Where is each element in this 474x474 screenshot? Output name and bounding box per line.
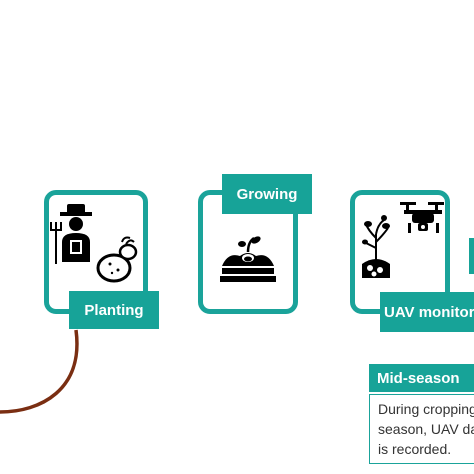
mid-season-box: Mid-season During cropping season, UAV d…: [369, 364, 474, 464]
sprouting-seed-icon: [220, 236, 276, 282]
mid-season-line-3: is recorded.: [378, 441, 452, 457]
growing-label: Growing: [222, 174, 312, 214]
planting-label: Planting: [69, 291, 159, 329]
uav-monitoring-label: UAV monitoring: [380, 292, 474, 332]
farmer-with-potatoes-icon: [50, 204, 138, 283]
mid-season-title: Mid-season: [369, 364, 474, 392]
next-stage-tag-partial: [469, 238, 474, 274]
mid-season-line-2: season, UAV data: [378, 421, 474, 437]
drone-over-plant-icon: [362, 202, 444, 278]
mid-season-description: During cropping season, UAV data is reco…: [369, 394, 474, 464]
mid-season-line-1: During cropping: [378, 401, 474, 417]
